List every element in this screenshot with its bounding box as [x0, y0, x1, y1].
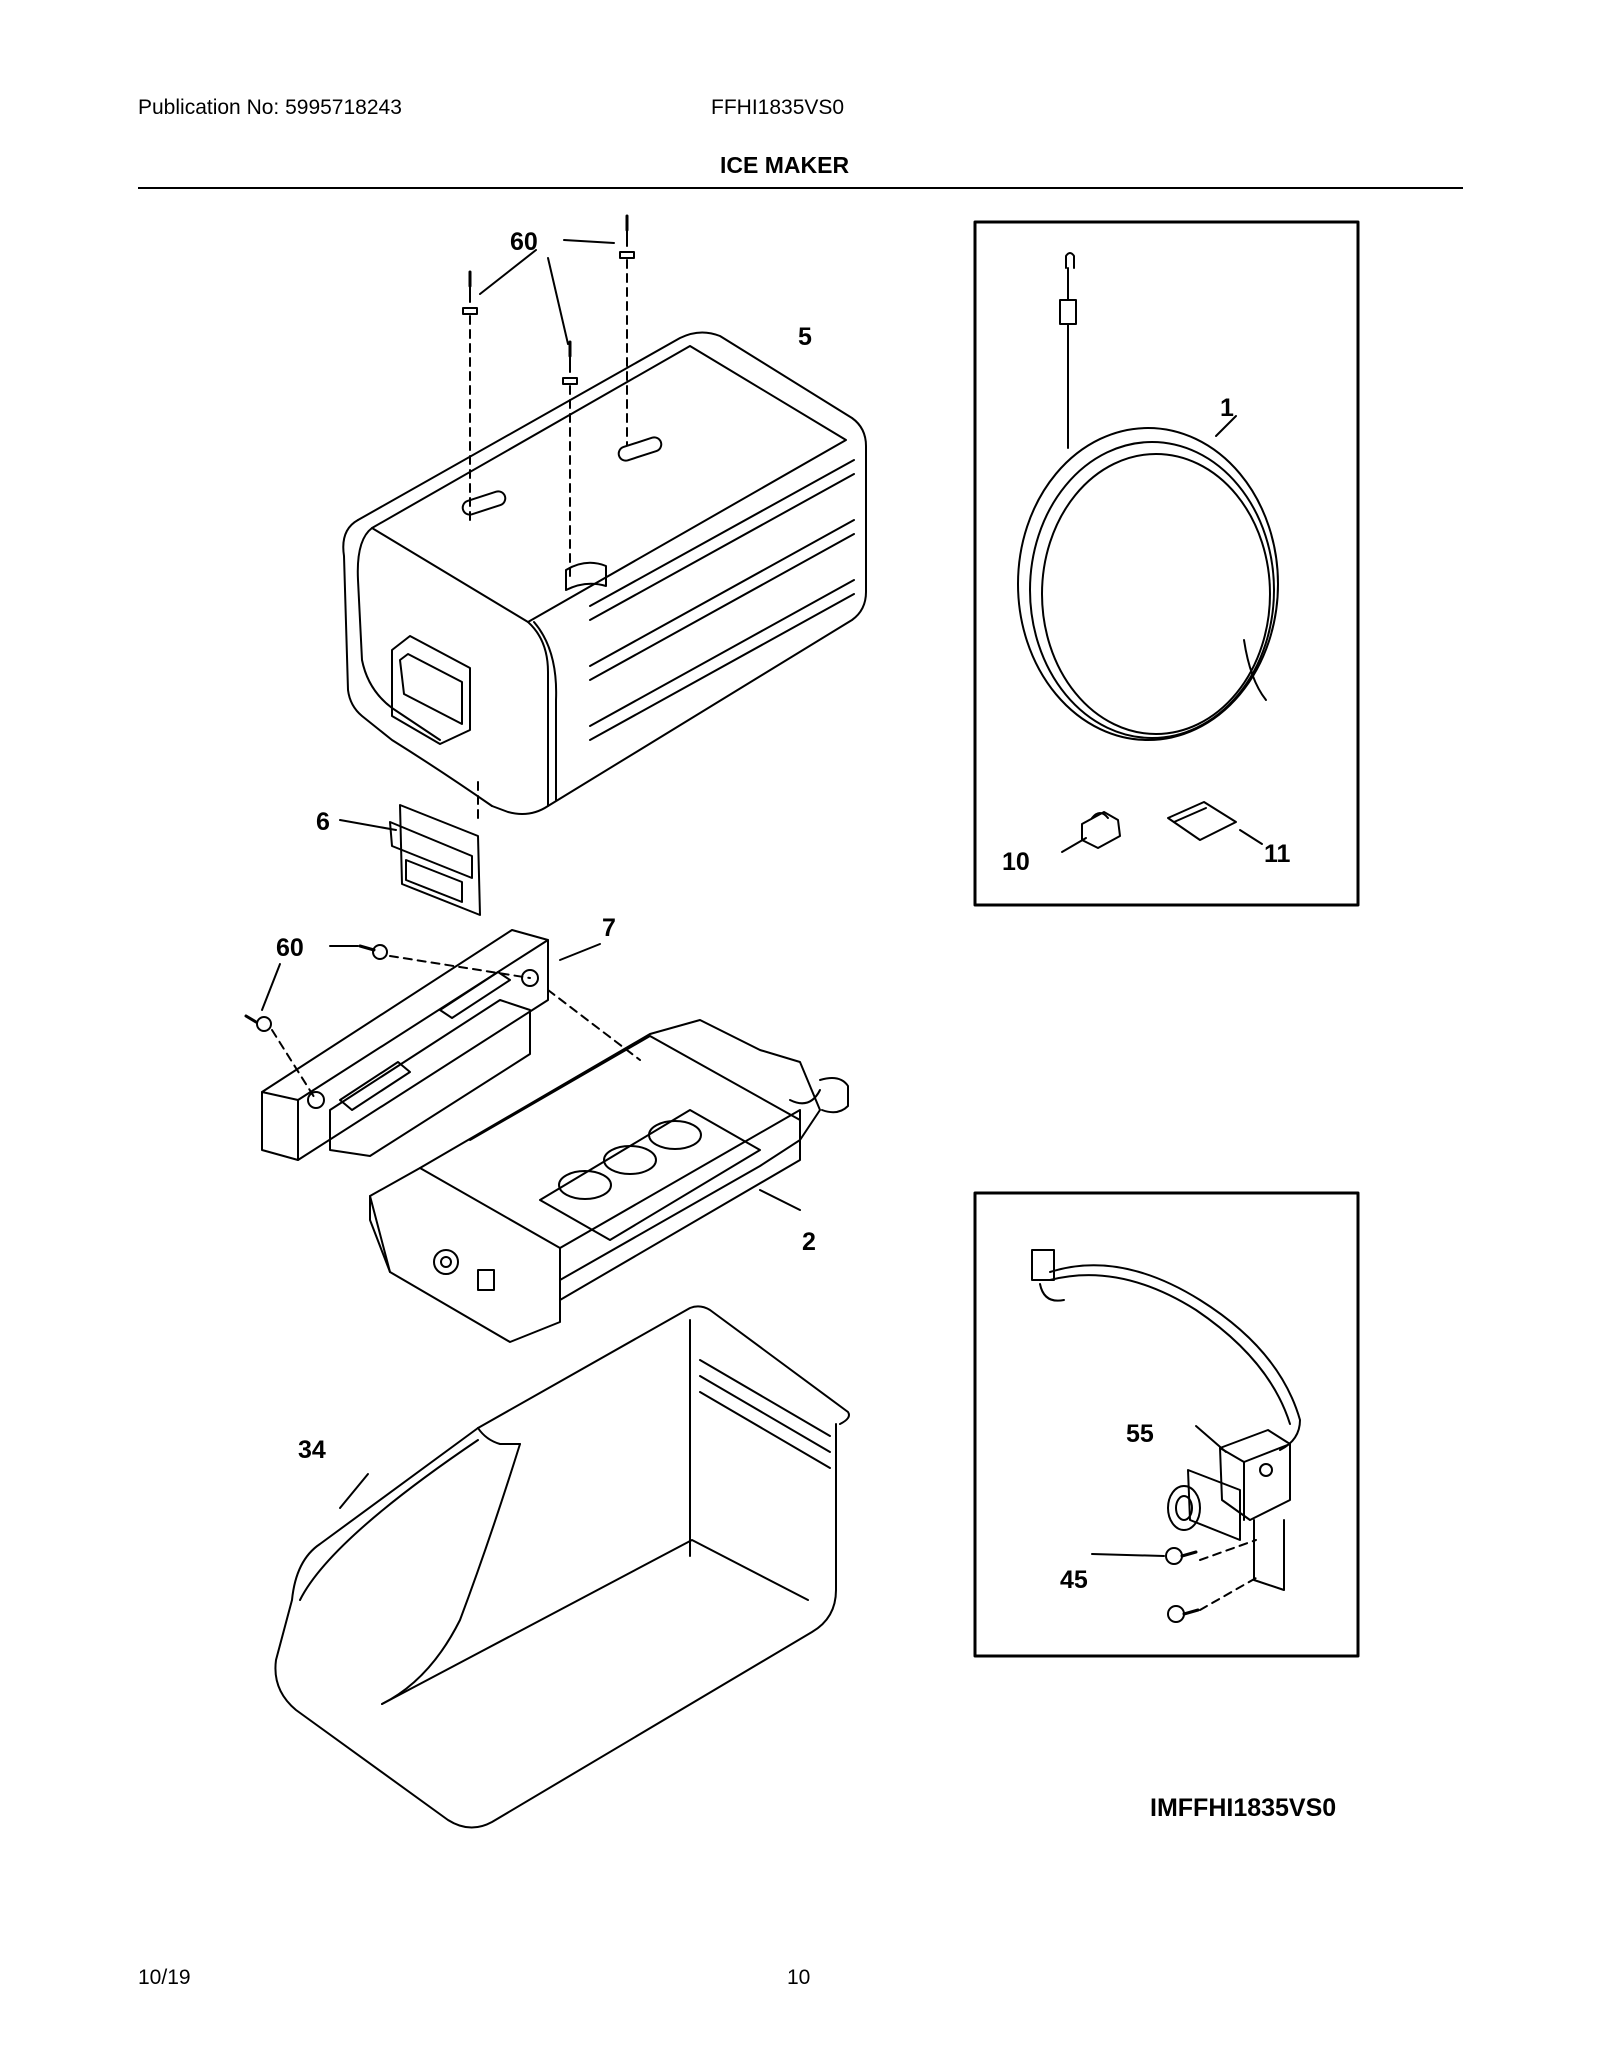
callout-10: 10	[1002, 848, 1030, 876]
callout-7: 7	[602, 914, 616, 942]
inset-box-fill-tube	[973, 220, 1360, 907]
callout-11: 11	[1264, 840, 1291, 868]
part-34-ice-bucket	[274, 1305, 850, 1829]
part-45-screws	[1091, 1539, 1257, 1623]
inset-box-water-valve	[973, 1191, 1360, 1658]
part-11-clip	[1167, 801, 1263, 845]
part-6-flap	[339, 804, 481, 916]
part-60-screws-side	[244, 944, 641, 1101]
part-7-bracket	[261, 929, 601, 1161]
publication-number: Publication No: 5995718243	[138, 96, 402, 119]
footer-date: 10/19	[138, 1966, 191, 1989]
part-60-screws-top	[462, 214, 635, 821]
header-rule	[138, 187, 1463, 189]
callout-2: 2	[802, 1228, 816, 1256]
callout-55: 55	[1126, 1420, 1154, 1448]
part-10-clip	[1061, 811, 1121, 853]
part-1-fill-tube	[1017, 252, 1279, 741]
part-2-ice-maker-assembly	[369, 1019, 849, 1343]
part-5-cover	[342, 331, 867, 815]
figure-id: IMFFHI1835VS0	[1150, 1794, 1337, 1822]
part-55-water-valve	[1031, 1249, 1301, 1591]
callout-6: 6	[316, 808, 330, 836]
callout-34: 34	[298, 1436, 326, 1464]
callout-60-side: 60	[276, 934, 304, 962]
callout-45: 45	[1060, 1566, 1088, 1594]
callout-1: 1	[1220, 394, 1234, 422]
callout-60-top: 60	[510, 228, 538, 256]
model-number: FFHI1835VS0	[711, 96, 845, 119]
page-number: 10	[787, 1966, 811, 1989]
page-title: ICE MAKER	[720, 152, 850, 178]
callout-5: 5	[798, 323, 812, 351]
